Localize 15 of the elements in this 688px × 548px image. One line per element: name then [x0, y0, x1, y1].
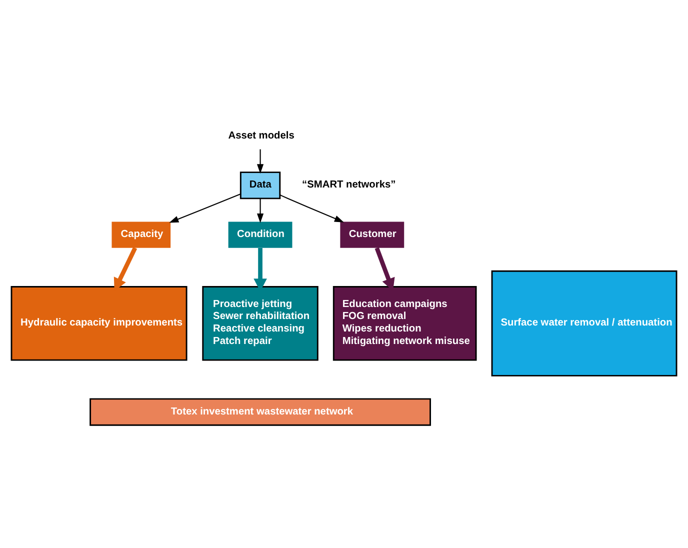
node-box: Education campaigns FOG removal Wipes reduction Mitigating network misuse	[332, 286, 477, 361]
node-box: Totex investment wastewater network	[90, 398, 431, 426]
node-box: Data	[240, 172, 281, 200]
node-box: Condition	[228, 222, 292, 248]
node-box: Hydraulic capacity improvements	[10, 286, 188, 361]
arrow	[256, 149, 264, 174]
node-box: Proactive jetting Sewer rehabilitation Reactive cleansing Patch repair	[202, 286, 318, 361]
node-box: Customer	[340, 222, 404, 248]
node-text: Asset models	[228, 130, 294, 142]
arrow	[280, 194, 344, 222]
arrow	[256, 198, 264, 224]
node-label: “SMART networks”	[302, 179, 396, 190]
node-box: Capacity	[112, 222, 171, 248]
node-box: Surface water removal / attenuation	[491, 270, 678, 376]
arrow	[169, 194, 241, 223]
